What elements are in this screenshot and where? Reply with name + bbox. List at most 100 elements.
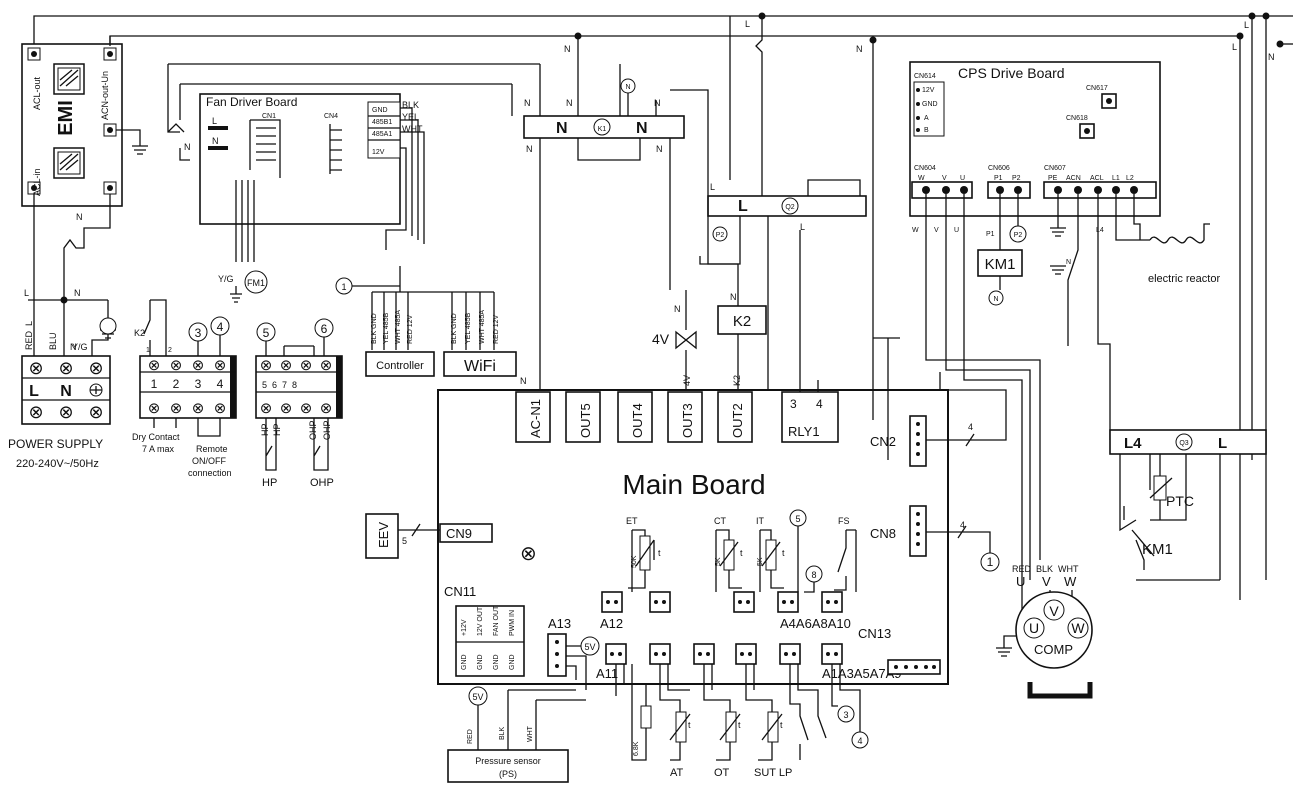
circle-5v-ps: 5V [472,692,483,702]
fan-485b1-pin: 485B1 [372,119,392,126]
relay-n-w2: N [566,98,573,108]
valve-4v: 4V N [652,196,739,400]
circle-1-top: 1 [341,282,346,292]
cps-cn614: CN614 [914,73,936,80]
relay-n-right: N [636,120,648,137]
sut-lp-label: SUT LP [754,767,792,779]
comp-u-wire: U [1016,574,1025,589]
cps-p1-wire: P1 [986,231,995,238]
relay-p2-label: P2 [716,232,725,239]
wire-n-label-1: N [564,44,571,54]
emi-n-label-2: N [74,288,81,298]
eev-label: EEV [376,522,391,548]
dry-pin-4: 4 [217,377,224,391]
cps-a-pin: A [924,115,929,122]
cps-cn606: CN606 [988,165,1010,172]
wire-l-label-1: L [745,19,750,29]
et-50k-label: 50K [631,555,638,568]
svg-text:⊗: ⊗ [192,357,205,374]
main-acn1: AC-N1 [528,399,543,438]
cps-l1-pin: L1 [1112,175,1120,182]
circle-5v-a13: 5V [584,642,595,652]
dry-contact-label: Dry Contact [132,432,180,442]
ohp-label: OHP [310,477,334,489]
relay-n-w5: N [656,144,663,154]
at-t-label: t [688,720,691,730]
fan-motor-label: FM1 [247,278,265,288]
main-board: Main Board AC-N1 OUT5 OUT4 OUT3 OUT2 3 4… [365,230,1007,690]
wifi-wht-label: WHT 485A [479,310,486,344]
cps-l2-pin: L2 [1126,175,1134,182]
comp-label: COMP [1034,642,1073,657]
fan-gnd-pin: GND [372,107,388,114]
ps-wht-label: WHT [527,725,534,742]
cps-cn618: CN618 [1066,115,1088,122]
fan-blk-label: BLK [402,100,419,110]
svg-text:⊗: ⊗ [280,400,293,417]
fan-12v-pin: 12V [372,149,385,156]
cps-acn-pin: ACN [1066,175,1081,182]
relay-k2-label: K2 [733,313,751,330]
wire-l-label-3: L [1244,20,1249,30]
relay-l-w2: L [800,222,805,232]
circle-6-label: 6 [321,322,328,336]
fan-485a1-pin: 485A1 [372,131,392,138]
power-l-terminal: L [29,383,39,400]
wire-l-label-2: L [1232,42,1237,52]
fan-yg-label: Y/G [218,274,234,284]
comp-blk-label: BLK [1036,564,1053,574]
ct-5k-label: 5K [715,557,722,566]
power-blu-label: BLU [48,332,58,350]
main-rly1-3: 3 [790,397,797,411]
emi-l-label: L [24,288,29,298]
emi-filter: EMI ACL-out ACN-out-Un ACL-in N L N [21,43,148,304]
comp-w-wire: W [1064,574,1077,589]
cn11-pin-6: GND [477,654,484,670]
ps-blk-label: BLK [499,726,506,740]
main-4v-wire: 4V [682,375,692,386]
cps-p2-pin: P2 [1012,175,1021,182]
cn11-pin-4: PWM IN [509,610,516,636]
emi-acl-out-label: ACL-out [32,76,42,110]
emi-n-label: N [76,212,83,222]
cps-acl-pin: ACL [1090,175,1104,182]
svg-text:2: 2 [168,347,172,354]
ot-t-label: t [738,720,741,730]
controller-label: Controller [376,360,424,372]
et-label: ET [626,516,638,526]
cps-b-pin: B [924,127,929,134]
power-l-label: L [24,321,34,326]
main-a11: A11 [596,666,618,681]
it-t-label: t [782,548,785,558]
valve-4v-label: 4V [652,331,670,347]
fs-label: FS [838,516,850,526]
power-yg-label: Y/G [72,342,88,352]
relay-n-w1: N [524,98,531,108]
main-cn13: CN13 [858,626,891,641]
hp-vertical-label: HP [260,423,270,436]
relay-q3-label: Q3 [1179,440,1188,447]
main-cn2: CN2 [870,434,896,449]
cps-v-wire: V [934,227,939,234]
wifi-blk-label: BLK GND [451,313,458,344]
svg-text:⊗: ⊗ [28,358,43,378]
connection-label: connection [188,468,232,478]
et-t-label: t [658,548,661,558]
hp-pin-8: 8 [292,380,297,390]
hp-pin-7: 7 [282,380,287,390]
cps-u-pin: U [960,175,965,182]
svg-text:⊗: ⊗ [260,400,273,417]
ctrl-yel-label: YEL 485B [383,312,390,344]
cps-l4-wire: L4 [1096,227,1104,234]
power-n-terminal: N [60,383,72,400]
cn11-pin-2: 12V OUT [477,606,484,636]
comp-v-wire: V [1042,574,1051,589]
compressor: RED BLK WHT U V W V U W COMP [996,564,1093,699]
power-red-label: RED [24,330,34,350]
cps-12v-pin: 12V [922,87,935,94]
svg-text:1: 1 [146,347,150,354]
power-n-label: N [70,342,77,352]
svg-text:⊗: ⊗ [88,358,103,378]
